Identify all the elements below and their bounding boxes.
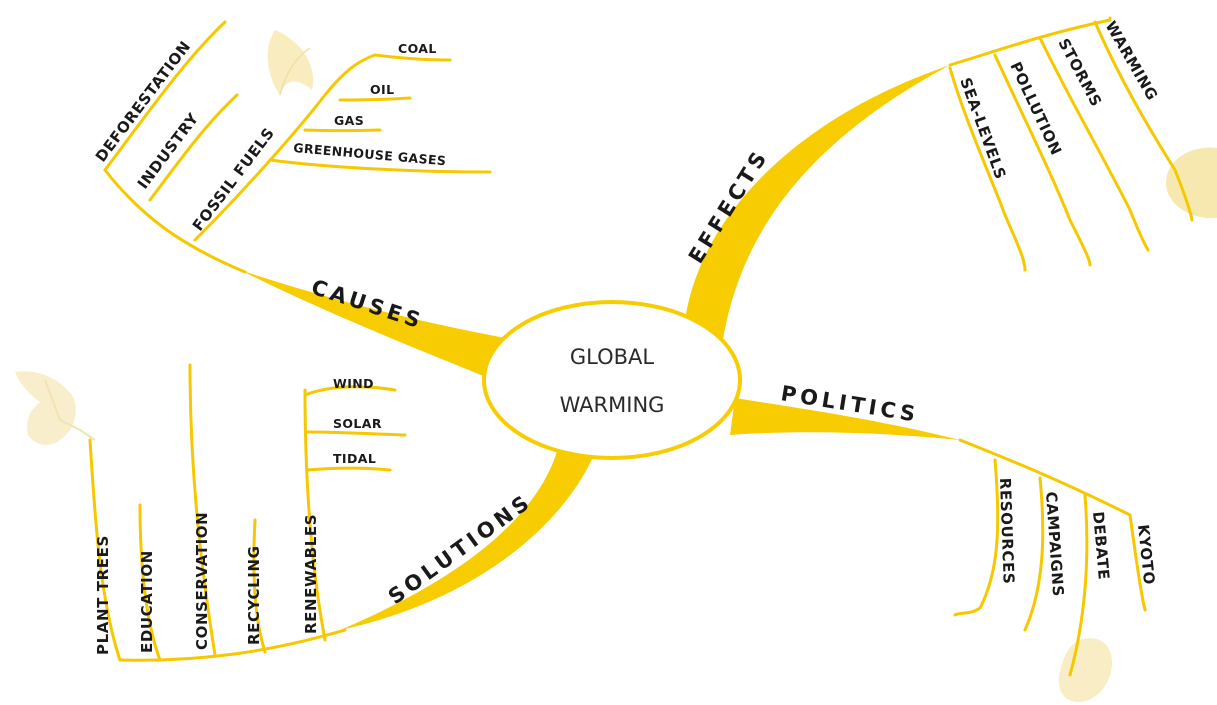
solutions-branch-thick — [340, 440, 598, 630]
warming-line — [1093, 20, 1194, 222]
conservation-label: CONSERVATION — [193, 512, 211, 650]
campaigns-label: CAMPAIGNS — [1042, 491, 1067, 597]
tidal-label: TIDAL — [333, 451, 376, 466]
center-title-line-2: WARMING — [560, 393, 665, 417]
plant-trees-line — [88, 438, 122, 662]
coal-line — [373, 53, 452, 62]
wind-label: WIND — [333, 376, 374, 391]
oil-label: OIL — [370, 82, 394, 97]
gas-label: GAS — [334, 113, 364, 128]
plant-trees-label: PLANT TREES — [94, 535, 112, 655]
debate-label: DEBATE — [1089, 511, 1113, 581]
renewables-label: RENEWABLES — [302, 514, 320, 634]
recycling-label: RECYCLING — [245, 545, 263, 645]
causes-line — [103, 168, 247, 274]
fossil-fuels-line — [193, 53, 377, 242]
sun-drawing-icon — [1165, 147, 1217, 219]
oil-line — [338, 96, 412, 102]
politics-line — [958, 438, 1132, 517]
education-line — [138, 503, 162, 662]
storms-line — [1038, 36, 1150, 252]
deforestation-line — [103, 20, 227, 172]
fossil-fuels-label: FOSSIL FUELS — [189, 124, 278, 234]
politics-branch-thick — [730, 398, 960, 440]
education-label: EDUCATION — [138, 550, 156, 653]
kyoto-line — [1128, 513, 1147, 612]
industry-label: INDUSTRY — [134, 109, 203, 192]
gas-line — [303, 128, 382, 133]
storms-label: STORMS — [1054, 35, 1105, 109]
solutions-line — [118, 628, 347, 662]
warming-label: WARMING — [1102, 18, 1162, 104]
industry-line — [148, 93, 239, 202]
center-ellipse — [482, 300, 742, 460]
effects-branch-thick — [685, 65, 950, 345]
sea-levels-label: SEA-LEVELS — [956, 75, 1009, 182]
leaf-drawing-icon — [267, 30, 314, 96]
effects-top-line — [948, 16, 1112, 67]
sea-levels-line — [948, 66, 1027, 272]
center-title-line-1: GLOBAL — [570, 345, 655, 369]
debate-line — [1068, 493, 1089, 677]
resources-label: RESOURCES — [996, 478, 1018, 585]
causes-branch-thick — [240, 270, 505, 382]
tidal-line — [305, 466, 392, 472]
campaigns-line — [1023, 476, 1045, 632]
tree-drawing-icon — [15, 371, 96, 445]
pollution-line — [993, 53, 1092, 267]
hand-drawing-icon — [1058, 638, 1113, 703]
recycling-line — [252, 518, 267, 654]
solar-line — [304, 430, 407, 437]
conservation-line — [188, 363, 217, 657]
center-node: GLOBAL WARMING — [482, 300, 742, 460]
wind-line — [303, 385, 397, 397]
resources-line — [953, 458, 1000, 617]
renewables-line — [303, 388, 327, 642]
coal-label: COAL — [398, 41, 437, 56]
solar-label: SOLAR — [333, 416, 382, 431]
greenhouse-gases-line — [268, 158, 492, 174]
